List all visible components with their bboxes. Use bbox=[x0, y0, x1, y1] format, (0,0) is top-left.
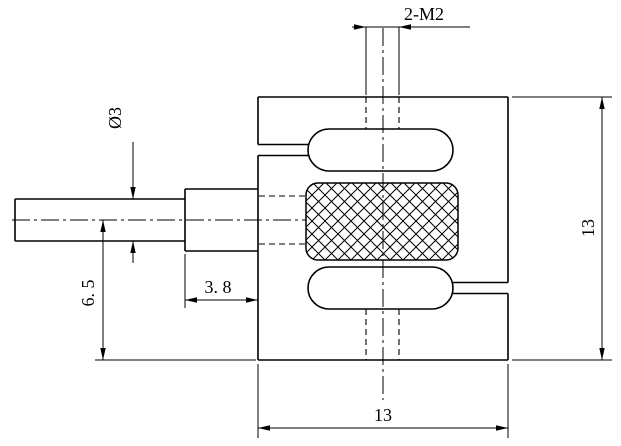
arrowhead bbox=[130, 241, 136, 253]
dimension-thread-spec: 2-M2 bbox=[352, 4, 470, 95]
arrowhead bbox=[599, 97, 605, 109]
boss-block bbox=[184, 188, 258, 252]
dim-boss-length: 3. 8 bbox=[205, 277, 232, 297]
arrowhead bbox=[399, 24, 411, 30]
arrowhead bbox=[246, 297, 258, 303]
dim-shaft-diameter: Ø3 bbox=[105, 107, 125, 129]
dimension-axis-to-bottom: 6. 5 bbox=[78, 220, 256, 361]
height-extension-lines bbox=[512, 96, 612, 361]
arrowhead bbox=[100, 348, 106, 360]
dimension-shaft-diameter: Ø3 bbox=[105, 107, 136, 263]
stud-hidden-lines bbox=[259, 195, 306, 245]
arrowhead bbox=[496, 425, 508, 431]
dimension-boss-length: 3. 8 bbox=[184, 254, 258, 308]
body-outline bbox=[257, 96, 509, 361]
arrowhead bbox=[100, 220, 106, 232]
hatched-gauge-region bbox=[305, 182, 459, 261]
thread-extension-lines bbox=[365, 27, 400, 95]
arrowhead bbox=[354, 24, 366, 30]
dimension-body-width: 13 bbox=[257, 364, 509, 438]
dim-axis-to-bottom: 6. 5 bbox=[78, 280, 98, 307]
dim-body-height: 13 bbox=[578, 219, 598, 237]
bottom-slot bbox=[307, 266, 454, 310]
top-slit bbox=[258, 143, 309, 157]
top-hole-hidden-lines bbox=[365, 97, 400, 129]
shaft bbox=[14, 198, 185, 242]
bottom-slit bbox=[452, 281, 508, 295]
top-slot bbox=[307, 128, 454, 172]
arrowhead bbox=[130, 187, 136, 199]
boss-outline bbox=[184, 188, 258, 252]
bottom-hole-hidden-lines bbox=[365, 309, 400, 360]
dim-body-width: 13 bbox=[374, 405, 392, 425]
arrowhead bbox=[185, 297, 197, 303]
arrowhead bbox=[599, 348, 605, 360]
arrowhead bbox=[258, 425, 270, 431]
shaft-outline bbox=[14, 198, 185, 242]
width-extension-lines bbox=[257, 364, 509, 438]
dim-thread-spec: 2-M2 bbox=[404, 4, 444, 24]
dimension-body-height: 13 bbox=[512, 96, 612, 361]
